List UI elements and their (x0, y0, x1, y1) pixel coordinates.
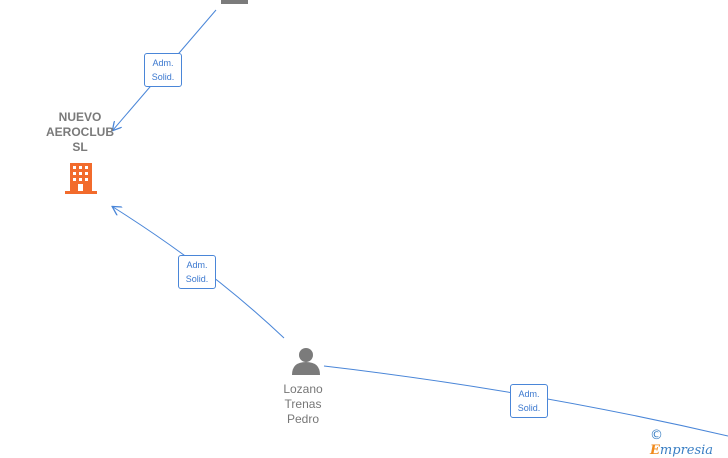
company-name-line-3: SL (72, 140, 88, 154)
edge-badge-type: Solid. (517, 403, 541, 413)
brand-initial: E (650, 443, 660, 458)
company-node-label[interactable]: NUEVO AEROCLUB SL (30, 110, 130, 155)
person-icon[interactable] (292, 348, 320, 375)
copyright-icon: © (650, 428, 663, 443)
edge-badge-top[interactable]: Adm. Solid. (144, 53, 182, 87)
edge-badge-role: Adm. (518, 389, 540, 399)
edge-badge-person-company[interactable]: Adm. Solid. (178, 255, 216, 289)
person-name-line-3: Pedro (286, 412, 320, 426)
edge-badge-role: Adm. (152, 58, 174, 68)
person-name-line-2: Trenas (284, 397, 322, 411)
edge-badge-type: Solid. (185, 274, 209, 284)
person-name-line-1: Lozano (283, 382, 323, 396)
brand-name: Empresia (650, 443, 713, 458)
edge-badge-type: Solid. (151, 72, 175, 82)
building-icon[interactable] (65, 163, 97, 194)
person-node-label[interactable]: Lozano Trenas Pedro (263, 382, 343, 427)
edge-badge-person-right[interactable]: Adm. Solid. (510, 384, 548, 418)
brand-rest: mpresia (659, 443, 714, 458)
company-name-line-1: NUEVO (58, 110, 102, 124)
company-name-line-2: AEROCLUB (46, 125, 114, 139)
edge-badge-role: Adm. (186, 260, 208, 270)
offscreen-node-icon[interactable] (221, 0, 248, 4)
empresia-watermark: © Empresia (650, 428, 728, 458)
